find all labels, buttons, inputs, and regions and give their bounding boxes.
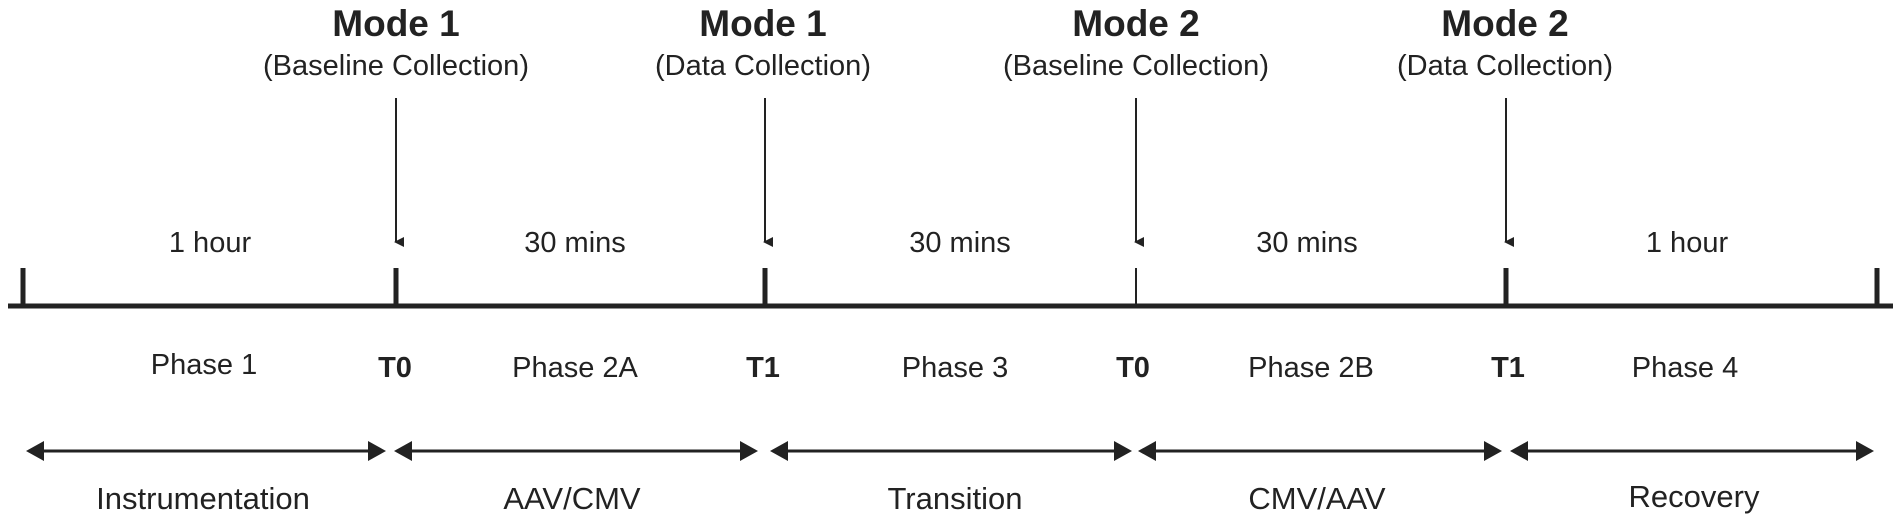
stage-label-2: AAV/CMV xyxy=(503,481,641,516)
mode-subtitle-2: (Data Collection) xyxy=(655,50,871,82)
timepoint-label-3: T0 xyxy=(1116,352,1150,384)
duration-labels: 1 hour 30 mins 30 mins 30 mins 1 hour xyxy=(169,227,1729,259)
phase-label-3: Phase 3 xyxy=(902,352,1008,384)
mode-title-3: Mode 2 xyxy=(1072,3,1199,44)
mode-arrows xyxy=(394,98,1514,247)
span-arrow-1 xyxy=(26,441,386,461)
stage-label-4: CMV/AAV xyxy=(1248,481,1386,516)
duration-label-2: 30 mins xyxy=(524,227,626,259)
phase-label-4: Phase 2B xyxy=(1248,352,1374,384)
duration-label-3: 30 mins xyxy=(909,227,1011,259)
span-arrow-2 xyxy=(394,441,758,461)
stage-label-5: Recovery xyxy=(1629,479,1760,514)
duration-label-1: 1 hour xyxy=(169,227,252,259)
timeline-axis xyxy=(8,268,1893,309)
stage-labels: Instrumentation AAV/CMV Transition CMV/A… xyxy=(96,479,1760,516)
phase-label-5: Phase 4 xyxy=(1632,352,1738,384)
timepoint-label-1: T0 xyxy=(378,352,412,384)
span-arrow-4 xyxy=(1138,441,1502,461)
phase-labels: Phase 1 Phase 2A Phase 3 Phase 2B Phase … xyxy=(151,349,1738,384)
duration-label-4: 30 mins xyxy=(1256,227,1358,259)
stage-label-3: Transition xyxy=(888,481,1023,516)
timepoint-labels: T0 T1 T0 T1 xyxy=(378,352,1525,384)
mode-headers: Mode 1 (Baseline Collection) Mode 1 (Dat… xyxy=(263,3,1613,82)
mode-subtitle-1: (Baseline Collection) xyxy=(263,50,529,82)
mode-subtitle-3: (Baseline Collection) xyxy=(1003,50,1269,82)
phase-label-2: Phase 2A xyxy=(512,352,638,384)
mode-title-2: Mode 1 xyxy=(699,3,826,44)
phase-label-1: Phase 1 xyxy=(151,349,257,381)
timepoint-label-2: T1 xyxy=(746,352,780,384)
mode-title-4: Mode 2 xyxy=(1441,3,1568,44)
timepoint-label-4: T1 xyxy=(1491,352,1525,384)
mode-title-1: Mode 1 xyxy=(332,3,459,44)
duration-label-5: 1 hour xyxy=(1646,227,1729,259)
stage-span-arrows xyxy=(26,441,1874,461)
span-arrow-3 xyxy=(770,441,1132,461)
stage-label-1: Instrumentation xyxy=(96,481,310,516)
span-arrow-5 xyxy=(1510,441,1874,461)
mode-subtitle-4: (Data Collection) xyxy=(1397,50,1613,82)
